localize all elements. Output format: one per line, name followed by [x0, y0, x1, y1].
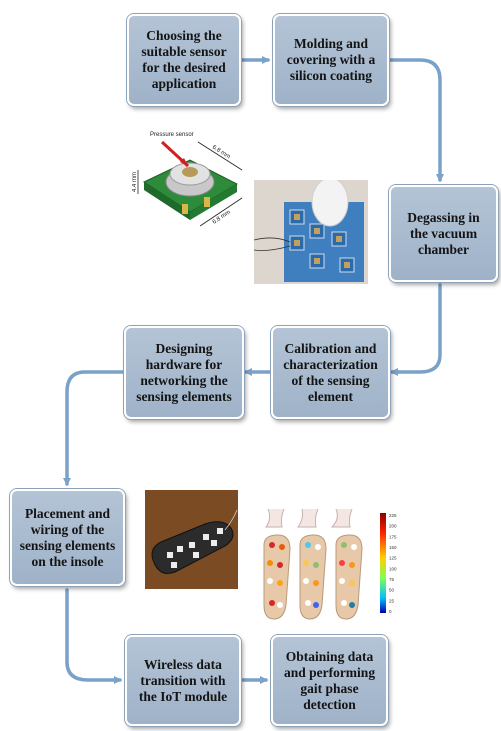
pressure-sensor-illustration: Pressure sensor 6.8 mm 6.8 mm 4.4 mm — [132, 132, 243, 227]
colorbar-tick-label: 50 — [389, 588, 395, 593]
step-hardware: Designing hardware for networking the se… — [124, 326, 244, 419]
arrow-molding-to-degassing — [386, 58, 444, 182]
step-placement: Placement and wiring of the sensing elem… — [10, 489, 125, 586]
step-calibration: Calibration and characterization of the … — [271, 326, 390, 419]
colorbar-tick-label: 75 — [389, 577, 395, 582]
colorbar-tick-label: 150 — [389, 545, 397, 550]
insole-photo — [145, 490, 238, 589]
colorbar-tick-label: 100 — [389, 566, 397, 571]
molded-sensors-photo — [254, 180, 368, 284]
colorbar-tick-label: 125 — [389, 556, 397, 561]
sensor-height-label: 4.4 mm — [132, 172, 138, 192]
molded-sensors-illustration — [254, 180, 368, 284]
step-hardware-label: Designing hardware for networking the se… — [136, 340, 232, 404]
arrow-placement-to-wireless — [65, 588, 122, 684]
step-calibration-label: Calibration and characterization of the … — [283, 340, 378, 404]
gait-pressure-illustration: 225 200 175 150 125 100 75 50 25 0 — [263, 508, 397, 620]
step-molding-label: Molding and covering with a silicon coat… — [286, 36, 376, 83]
step-choose-sensor: Choosing the suitable sensor for the des… — [127, 14, 241, 106]
colorbar-tick-label: 0 — [389, 609, 392, 614]
step-molding: Molding and covering with a silicon coat… — [273, 14, 389, 106]
arrow-hardware-to-placement — [63, 370, 128, 486]
colorbar-tick-label: 200 — [389, 524, 397, 529]
arrow-degassing-to-calibration — [390, 283, 442, 376]
insole-illustration — [145, 490, 238, 589]
step-degassing-label: Degassing in the vacuum chamber — [407, 209, 480, 257]
colorbar-tick-label: 175 — [389, 534, 397, 539]
step-wireless: Wireless data transition with the IoT mo… — [125, 635, 241, 726]
step-choose-sensor-label: Choosing the suitable sensor for the des… — [141, 28, 227, 91]
colorbar-ticks: 225 200 175 150 125 100 75 50 25 0 — [389, 513, 397, 614]
colorbar-tick-label: 25 — [389, 598, 395, 603]
step-degassing: Degassing in the vacuum chamber — [389, 185, 498, 282]
pressure-sensor-label: Pressure sensor — [150, 132, 194, 138]
step-placement-label: Placement and wiring of the sensing elem… — [19, 505, 116, 569]
pressure-sensor-photo: Pressure sensor 6.8 mm 6.8 mm 4.4 mm — [132, 122, 247, 232]
step-obtaining: Obtaining data and performing gait phase… — [271, 635, 388, 726]
step-obtaining-label: Obtaining data and performing gait phase… — [283, 648, 376, 712]
gait-pressure-map: 225 200 175 150 125 100 75 50 25 0 — [258, 505, 398, 623]
step-wireless-label: Wireless data transition with the IoT mo… — [138, 656, 228, 704]
colorbar-tick-label: 225 — [389, 513, 397, 518]
